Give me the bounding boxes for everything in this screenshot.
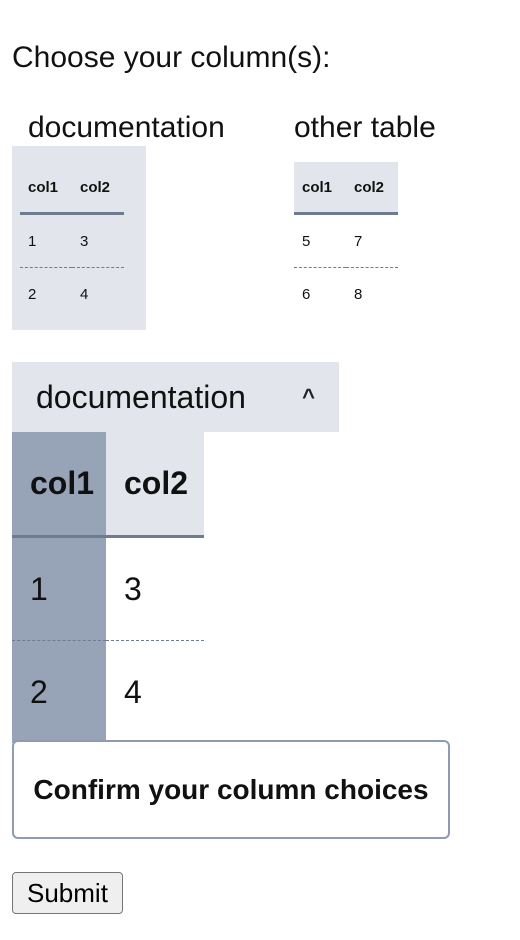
column-header-col2[interactable]: col2: [106, 432, 204, 538]
table-cell: 7: [346, 213, 398, 268]
table-cell: 6: [302, 285, 311, 303]
table-cell: 8: [354, 285, 363, 303]
submit-button[interactable]: Submit: [12, 872, 123, 914]
table-cell-selected[interactable]: 2: [12, 640, 106, 743]
column-prompt: Choose your column(s):: [12, 41, 331, 74]
table-cell[interactable]: 3: [106, 536, 204, 641]
table-cell[interactable]: 4: [124, 673, 142, 710]
column-header: col2: [346, 162, 398, 215]
table-cell: 4: [80, 285, 89, 303]
thumb-title-documentation: documentation: [28, 111, 225, 144]
caret-up-icon[interactable]: ^: [302, 384, 315, 409]
accordion-title: documentation: [36, 378, 246, 415]
column-header-col1-selected[interactable]: col1: [12, 432, 106, 538]
table-cell: 2: [28, 285, 37, 303]
column-select-table[interactable]: col1 col2 1 3 2 4: [12, 432, 204, 743]
column-header: col1: [294, 162, 346, 215]
thumb-table-documentation[interactable]: col1 col2 1 3 2 4: [20, 162, 124, 320]
table-cell: 3: [72, 213, 124, 268]
table-cell: 5: [294, 213, 346, 268]
column-header: col2: [72, 162, 124, 215]
confirm-columns-button[interactable]: Confirm your column choices: [12, 740, 450, 839]
table-cell: 1: [20, 213, 72, 268]
table-cell-selected[interactable]: 1: [12, 536, 106, 641]
thumb-title-other-table: other table: [294, 111, 436, 144]
accordion-header-documentation[interactable]: documentation ^: [12, 362, 339, 432]
thumb-table-other-table[interactable]: col1 col2 5 7 6 8: [294, 162, 398, 320]
column-header: col1: [20, 162, 72, 215]
